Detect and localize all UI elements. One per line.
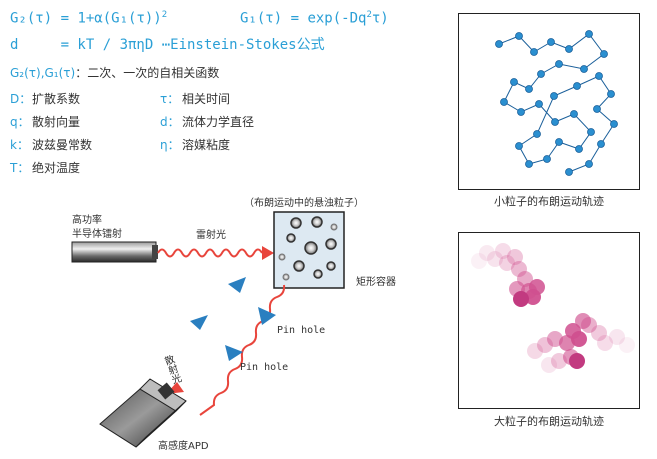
pinhole-icon — [190, 315, 243, 361]
legend-item-k: k：波兹曼常数 — [10, 138, 93, 152]
pinhole-label-1: Pin hole — [277, 325, 326, 336]
pinhole-label-2: Pin hole — [240, 362, 289, 373]
pinhole-icon — [228, 277, 276, 325]
laser-icon — [71, 241, 158, 263]
legend-item-d: D：扩散系数 — [10, 92, 81, 106]
autocorrelation-note: G₂(τ),G₁(τ)：二次、一次的自相关函数 — [10, 64, 219, 81]
laser-light-wave — [157, 248, 263, 258]
rectangular-container — [273, 211, 345, 289]
laser-label-2: 半导体镭射 — [72, 229, 122, 240]
formula-einstein-stokes: d = kT / 3πηD ⋯Einstein-Stokes公式 — [10, 37, 325, 53]
small-particle-trajectory — [495, 30, 618, 176]
container-caption: （布朗运动中的悬浊粒子） — [244, 198, 364, 209]
note-text: ：二次、一次的自相关函数 — [75, 66, 220, 80]
apd-detector-icon — [99, 378, 187, 448]
legend-item-tau: τ：相关时间 — [160, 92, 231, 106]
g1-sup: 2 — [366, 10, 372, 20]
large-particle-caption: 大粒子的布朗运动轨迹 — [494, 415, 604, 428]
g2-sup: 2 — [161, 10, 168, 20]
g1-left: G₁(τ) — [240, 10, 283, 27]
laser-label-1: 高功率 — [72, 215, 102, 226]
legend-item-eta: η：溶媒粘度 — [160, 138, 231, 152]
formula-g2: G₂(τ) = 1+α(G₁(τ))2 — [10, 10, 167, 27]
laser-light-label: 雷射光 — [196, 230, 226, 241]
g2-left: G₂(τ) — [10, 10, 53, 27]
legend-item-q: q：散射向量 — [10, 115, 81, 129]
small-particle-panel — [458, 13, 640, 190]
dls-apparatus-diagram — [71, 211, 345, 448]
legend-item-t: T：绝对温度 — [10, 161, 81, 175]
detector-label: 高感度APD — [158, 441, 209, 452]
small-particle-caption: 小粒子的布朗运动轨迹 — [494, 195, 604, 208]
laser-arrow — [262, 246, 274, 260]
legend-item-diameter: d：流体力学直径 — [160, 115, 255, 129]
scattered-light-wave — [199, 284, 286, 416]
note-symbols: G₂(τ),G₁(τ) — [10, 66, 76, 80]
g2-eq: = 1+α(G₁(τ)) — [60, 10, 162, 27]
large-particle-panel — [458, 232, 640, 409]
formula-g1: G₁(τ) = exp(-Dq2τ) — [240, 10, 389, 27]
large-particle-trajectory — [471, 243, 635, 373]
g1-end: τ) — [371, 10, 389, 27]
container-label: 矩形容器 — [356, 277, 396, 288]
g1-eq: = exp(-Dq — [290, 10, 367, 27]
